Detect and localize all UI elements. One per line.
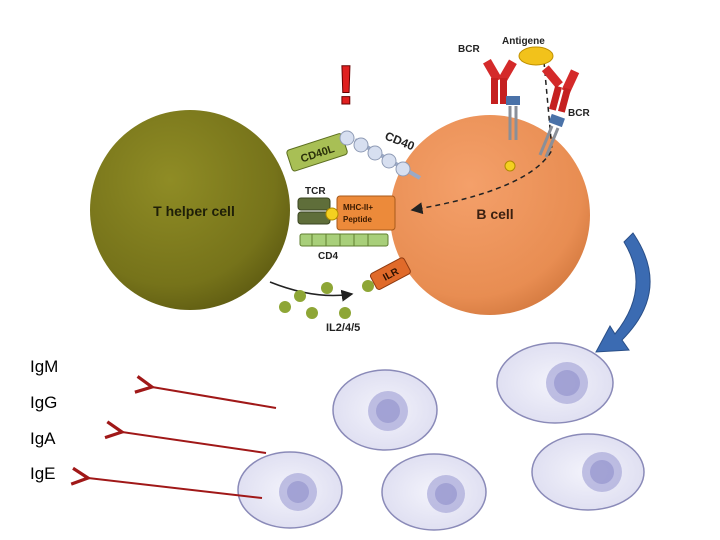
bcr-left: BCR	[458, 44, 520, 140]
isotype-igm: IgM	[30, 357, 59, 376]
interleukin-molecules: IL2/4/5	[269, 280, 374, 334]
antigen-path	[410, 61, 553, 215]
cd40l-receptor: CD40L	[286, 133, 348, 172]
plasma-cell	[237, 451, 343, 529]
t-helper-cell-label: T helper cell	[153, 203, 235, 219]
t-helper-cell: T helper cell	[90, 110, 290, 310]
igm-arrow	[152, 387, 277, 409]
ilr-receptor: ILR	[369, 257, 411, 290]
b-cell-label: B cell	[476, 206, 513, 222]
plasma-cell	[531, 433, 645, 511]
b-cell: B cell	[390, 115, 590, 315]
isotype-ige: IgE	[30, 464, 56, 483]
peptide-label: Peptide	[343, 215, 372, 224]
bcr-left-label: BCR	[458, 44, 480, 55]
plasma-cell	[496, 342, 614, 424]
plasma-cells	[237, 342, 645, 531]
secretion-arrows	[88, 387, 277, 499]
tcr-label: TCR	[305, 186, 326, 197]
mhc-label: MHC-II+	[343, 203, 373, 212]
differentiation-arrow	[595, 232, 651, 353]
mhc-peptide-complex: MHC-II+ Peptide	[325, 195, 396, 231]
interleukin-label: IL2/4/5	[326, 322, 360, 334]
cd4-label: CD4	[318, 251, 338, 262]
iga-arrow	[88, 478, 263, 499]
exclamation-mark: !	[337, 53, 356, 116]
isotype-igg: IgG	[30, 393, 58, 412]
internalized-antigen	[504, 160, 516, 172]
antigen: Antigene	[502, 36, 554, 66]
plasma-cell	[332, 369, 438, 451]
cd40-receptor: CD40	[339, 129, 422, 180]
isotype-iga: IgA	[30, 429, 56, 448]
tcr-receptor: TCR	[297, 186, 331, 225]
antigene-label: Antigene	[502, 36, 545, 47]
bcr-right-label: BCR	[568, 108, 590, 119]
igg-arrow	[122, 432, 267, 454]
cd40-label: CD40	[383, 129, 417, 154]
cd4-receptor: CD4	[299, 233, 389, 262]
plasma-cell	[381, 453, 487, 531]
bcr-right: BCR	[538, 65, 590, 158]
